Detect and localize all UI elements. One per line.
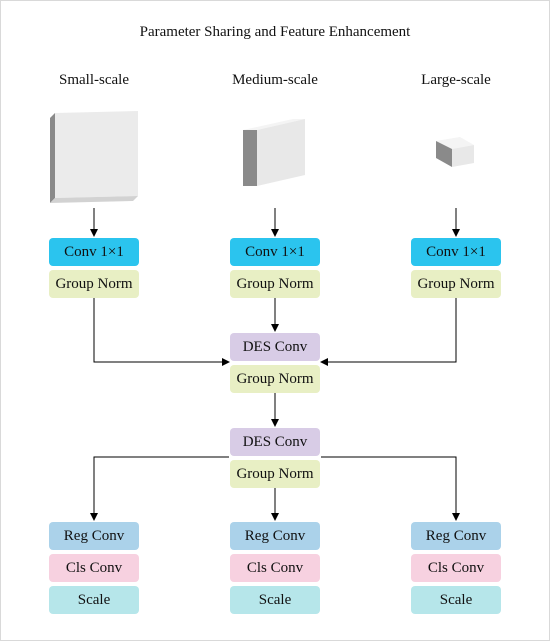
shared-des-conv-1: DES Conv — [230, 333, 320, 361]
medium-scale-layer: Scale — [230, 586, 320, 614]
medium-scale-label: Medium-scale — [232, 72, 318, 88]
small-group-norm: Group Norm — [49, 270, 139, 298]
large-scale-layer: Scale — [411, 586, 501, 614]
large-cls-conv: Cls Conv — [411, 554, 501, 582]
large-reg-conv: Reg Conv — [411, 522, 501, 550]
large-scale-feature-map — [436, 137, 474, 167]
small-conv-1x1: Conv 1×1 — [49, 238, 139, 266]
small-scale-feature-map — [50, 111, 138, 203]
large-group-norm: Group Norm — [411, 270, 501, 298]
arrow-small-to-des-conv — [93, 298, 230, 366]
diagram-title: Parameter Sharing and Feature Enhancemen… — [139, 24, 411, 40]
arrow-large-to-des-conv — [320, 298, 457, 366]
large-conv-1x1: Conv 1×1 — [411, 238, 501, 266]
medium-reg-conv: Reg Conv — [230, 522, 320, 550]
medium-group-norm: Group Norm — [230, 270, 320, 298]
small-scale-label: Small-scale — [59, 72, 129, 88]
medium-scale-feature-map — [243, 119, 305, 186]
small-scale-layer: Scale — [49, 586, 139, 614]
shared-des-conv-2: DES Conv — [230, 428, 320, 456]
shared-group-norm-2: Group Norm — [230, 460, 320, 488]
small-cls-conv: Cls Conv — [49, 554, 139, 582]
small-reg-conv: Reg Conv — [49, 522, 139, 550]
large-scale-label: Large-scale — [421, 72, 491, 88]
arrow-to-small-head — [90, 456, 229, 521]
medium-conv-1x1: Conv 1×1 — [230, 238, 320, 266]
shared-group-norm-1: Group Norm — [230, 365, 320, 393]
medium-cls-conv: Cls Conv — [230, 554, 320, 582]
arrow-to-large-head — [321, 456, 460, 521]
